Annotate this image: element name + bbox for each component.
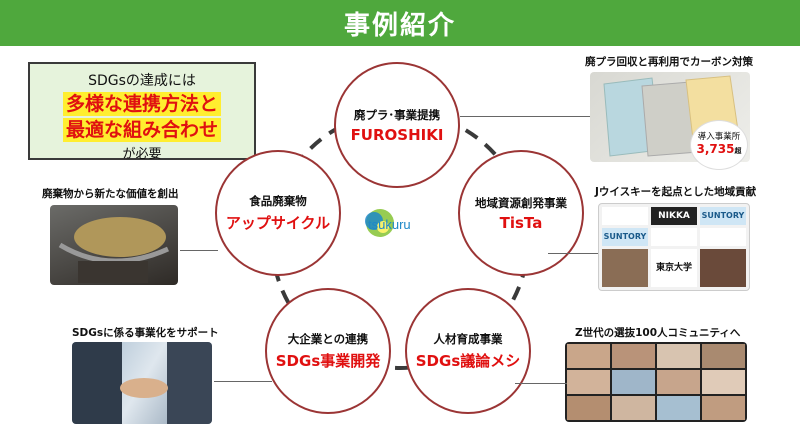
news-tile xyxy=(651,228,697,246)
node-furoshiki: 廃プラ･事業提携 FUROSHIKI xyxy=(334,62,460,188)
suit-left xyxy=(72,342,122,424)
news-tile-nikka: NIKKA xyxy=(651,207,697,225)
node-sub: 地域資源創発事業 xyxy=(475,195,567,210)
node-main: SDGs議論メシ xyxy=(415,352,521,370)
case-caption-top-right: 廃プラ回収と再利用でカーボン対策 xyxy=(585,56,753,68)
grain-illustration xyxy=(58,217,170,283)
callout-line1: SDGsの達成には xyxy=(88,73,196,89)
callout-box: SDGsの達成には 多様な連携方法と 最適な組み合わせ が必要 xyxy=(28,62,256,162)
node-sub: 食品廃棄物 xyxy=(249,194,307,208)
case-caption-mid-right: Jウイスキーを起点とした地域貢献 xyxy=(595,186,757,198)
node-main: SDGs事業開発 xyxy=(275,352,381,370)
tile xyxy=(702,396,745,420)
tile xyxy=(702,370,745,394)
case-caption-bottom-right: Z世代の選抜100人コミュニティへ xyxy=(575,327,741,339)
badge-label: 導入事業所 xyxy=(697,132,741,142)
tile xyxy=(567,344,610,368)
news-tile xyxy=(602,207,648,225)
tile xyxy=(612,396,655,420)
tile xyxy=(612,344,655,368)
callout-highlight2: 最適な組み合わせ xyxy=(62,118,221,142)
tile xyxy=(612,370,655,394)
node-sub: 人材育成事業 xyxy=(433,332,503,346)
badge: 導入事業所 3,735超 xyxy=(690,120,748,170)
leader-bottom-left xyxy=(214,381,272,382)
node-main: FUROSHIKI xyxy=(350,125,444,144)
leader-mid-right xyxy=(548,253,598,254)
node-sub: 大企業との連携 xyxy=(287,332,369,346)
tile xyxy=(657,370,700,394)
news-tile-todai: 東京大学 xyxy=(651,249,697,287)
badge-unit: 超 xyxy=(734,147,742,155)
tile xyxy=(567,370,610,394)
leader-bottom-right xyxy=(515,383,567,384)
case-caption-bottom-left: SDGsに係る事業化をサポート xyxy=(72,327,219,339)
news-collage: NIKKA SUNTORY SUNTORY 東京大学 xyxy=(598,203,750,291)
zoom-tiles xyxy=(567,344,745,420)
news-photo xyxy=(602,249,648,287)
scoop xyxy=(58,242,170,264)
node-tista: 地域資源創発事業 TisTa xyxy=(458,150,584,276)
node-main: アップサイクル xyxy=(225,214,331,232)
pot xyxy=(78,261,148,283)
badge-value: 3,735 xyxy=(696,142,735,156)
case-caption-mid-left: 廃棄物から新たな価値を創出 xyxy=(42,188,179,200)
callout-line4: が必要 xyxy=(122,147,162,162)
grain-photo xyxy=(50,205,178,285)
grain-pile xyxy=(74,217,166,257)
tile xyxy=(657,396,700,420)
tile xyxy=(567,396,610,420)
tsukuru-logo: tsukuru xyxy=(365,209,411,237)
news-tile-suntory: SUNTORY xyxy=(602,228,648,246)
leader-mid-left xyxy=(180,250,218,251)
node-upcycle: 食品廃棄物 アップサイクル xyxy=(215,150,341,276)
node-sdgs-meshi: 人材育成事業 SDGs議論メシ xyxy=(405,288,531,414)
handshake-illustration xyxy=(72,342,212,424)
news-tile-suntory: SUNTORY xyxy=(700,207,746,225)
news-photo xyxy=(700,249,746,287)
leader-top-right xyxy=(460,116,590,117)
header-banner: 事例紹介 xyxy=(0,0,800,46)
node-sub: 廃プラ･事業提携 xyxy=(353,107,441,122)
tile xyxy=(702,344,745,368)
tile xyxy=(657,344,700,368)
suit-right xyxy=(167,342,212,424)
zoom-grid xyxy=(565,342,747,422)
node-main: TisTa xyxy=(499,213,543,232)
callout-highlight1: 多様な連携方法と xyxy=(62,92,221,116)
page-title: 事例紹介 xyxy=(343,10,456,41)
news-tile xyxy=(700,228,746,246)
logo-yellow-circle xyxy=(377,221,389,233)
handshake-photo xyxy=(72,342,212,424)
logo-text: tsukuru xyxy=(368,217,411,232)
hands xyxy=(120,378,168,398)
node-sdgs-dev: 大企業との連携 SDGs事業開発 xyxy=(265,288,391,414)
